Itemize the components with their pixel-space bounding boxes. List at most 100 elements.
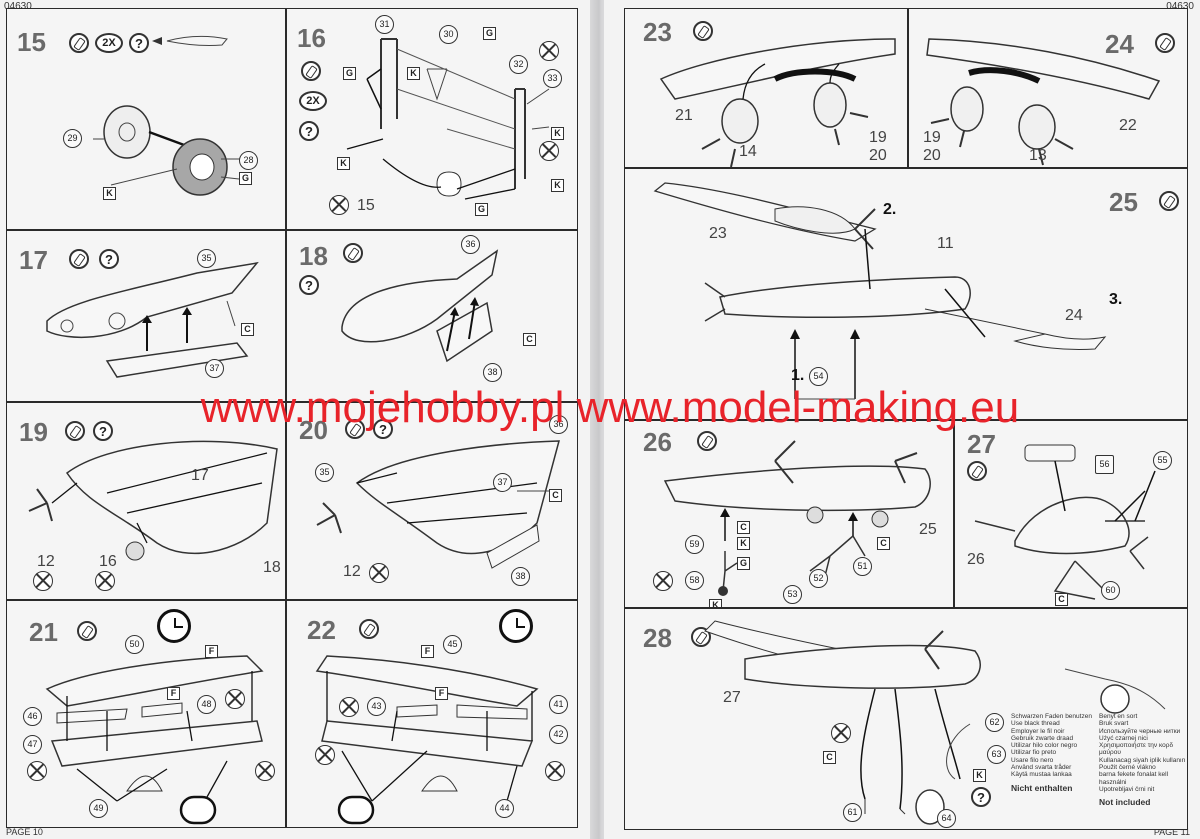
step-28-panel: 28 ? 27 62 63 61 64 C K Schwarzen Faden … [624, 608, 1188, 830]
part-callout: 41 [549, 695, 568, 714]
note-line: Kullanacag siyah iplik kullanın [1099, 756, 1186, 764]
part-callout: 37 [205, 359, 224, 378]
step-16-panel: 16 2X ? 31 30 32 33 15 G K G K K K G [286, 8, 578, 230]
step-27-drawing [974, 444, 1156, 600]
part-callout: 36 [461, 235, 480, 254]
part-label: 26 [967, 551, 985, 568]
part-callout: 30 [439, 25, 458, 44]
glue-icon [77, 621, 97, 641]
note-line: Bruk svart [1099, 720, 1129, 728]
step-number: 16 [297, 23, 326, 53]
step-number: 15 [17, 27, 46, 57]
step-26-panel: 26 25 59 58 53 52 51 C K G C K [624, 420, 954, 608]
part-label: 20 [923, 147, 941, 164]
question-icon: ? [129, 33, 149, 53]
part-label: 19 [923, 129, 941, 146]
color-tag: G [737, 557, 750, 570]
no-glue-icon [369, 563, 389, 583]
part-callout: 48 [197, 695, 216, 714]
part-callout: 36 [549, 415, 568, 434]
step-number: 25 [1109, 187, 1138, 217]
step-number: 24 [1105, 29, 1134, 59]
order-label: 1. [791, 367, 805, 384]
no-glue-icon [225, 689, 245, 709]
step-20-panel: 20 ? 36 35 37 12 38 C [286, 402, 578, 600]
step-21-panel: 21 50 46 47 48 49 F F [6, 600, 286, 828]
part-label: 24 [1065, 307, 1083, 324]
part-callout: 51 [853, 557, 872, 576]
quantity-badge: 2X [95, 33, 123, 53]
step-22-drawing [315, 655, 539, 825]
step-21-drawing [45, 655, 264, 825]
no-glue-icon [329, 195, 349, 215]
note-line: Utilizar fio preto [1011, 749, 1057, 757]
part-label: 17 [191, 467, 209, 484]
glue-icon [967, 461, 987, 481]
right-page: 04630 PAGE 11 23 21 14 19 20 24 22 19 [604, 0, 1200, 839]
step-17-drawing [46, 261, 259, 378]
no-glue-icon [831, 723, 851, 743]
step-25-panel: 25 23 11 24 54 2. 3. 1. [624, 168, 1188, 420]
step-23-drawing [659, 38, 896, 167]
color-tag: G [475, 203, 488, 216]
part-callout: 55 [1153, 451, 1172, 470]
part-callout: 60 [1101, 581, 1120, 600]
part-callout: 28 [239, 151, 258, 170]
step-15-drawing [93, 35, 241, 196]
color-tag: K [551, 127, 564, 140]
step-number: 19 [19, 417, 48, 447]
not-included-de: Nicht enthalten [1011, 782, 1073, 793]
part-callout: 50 [125, 635, 144, 654]
note-line: Použit černé vlákno [1099, 764, 1156, 772]
part-label: 22 [1119, 117, 1137, 134]
step-20-drawing [316, 440, 560, 569]
step-28-drawing [704, 620, 1166, 825]
color-tag: K [337, 157, 350, 170]
part-callout: 58 [685, 571, 704, 590]
step-25-drawing [653, 182, 1107, 400]
part-label: 19 [869, 129, 887, 146]
part-callout: 56 [1095, 455, 1114, 474]
part-callout: 45 [443, 635, 462, 654]
no-glue-icon [255, 761, 275, 781]
step-number: 22 [307, 615, 336, 645]
color-tag: K [709, 599, 722, 607]
color-tag: C [877, 537, 890, 550]
page-number-left: PAGE 10 [6, 827, 43, 837]
color-tag: C [549, 489, 562, 502]
step-number: 23 [643, 17, 672, 47]
part-callout: 29 [63, 129, 82, 148]
part-callout: 53 [783, 585, 802, 604]
order-label: 2. [883, 201, 897, 218]
note-line: Employer le fil noir [1011, 727, 1065, 735]
glue-icon [693, 21, 713, 41]
color-tag: C [823, 751, 836, 764]
quantity-badge: 2X [299, 91, 327, 111]
step-number: 20 [299, 415, 328, 445]
part-label: 11 [937, 235, 954, 252]
color-tag: C [737, 521, 750, 534]
page-code-left: 04630 [4, 1, 32, 12]
note-line: Använd svarta tråder [1011, 764, 1072, 772]
color-tag: G [483, 27, 496, 40]
clock-icon [157, 609, 191, 643]
glue-icon [359, 619, 379, 639]
color-tag: G [239, 172, 252, 185]
step-number: 18 [299, 241, 328, 271]
order-label: 3. [1109, 291, 1123, 308]
part-label: 12 [343, 563, 361, 580]
step-number: 26 [643, 427, 672, 457]
part-callout: 46 [23, 707, 42, 726]
step-number: 21 [29, 617, 58, 647]
part-callout: 61 [843, 803, 862, 822]
part-label: 13 [1029, 147, 1047, 164]
note-line: Użyć czarnej nici [1099, 734, 1148, 742]
part-label: 21 [675, 107, 693, 124]
glue-icon [69, 249, 89, 269]
part-label: 14 [739, 143, 757, 160]
part-callout: 33 [543, 69, 562, 88]
color-tag: F [435, 687, 448, 700]
part-callout: 37 [493, 473, 512, 492]
color-tag: C [241, 323, 254, 336]
glue-icon [1155, 33, 1175, 53]
